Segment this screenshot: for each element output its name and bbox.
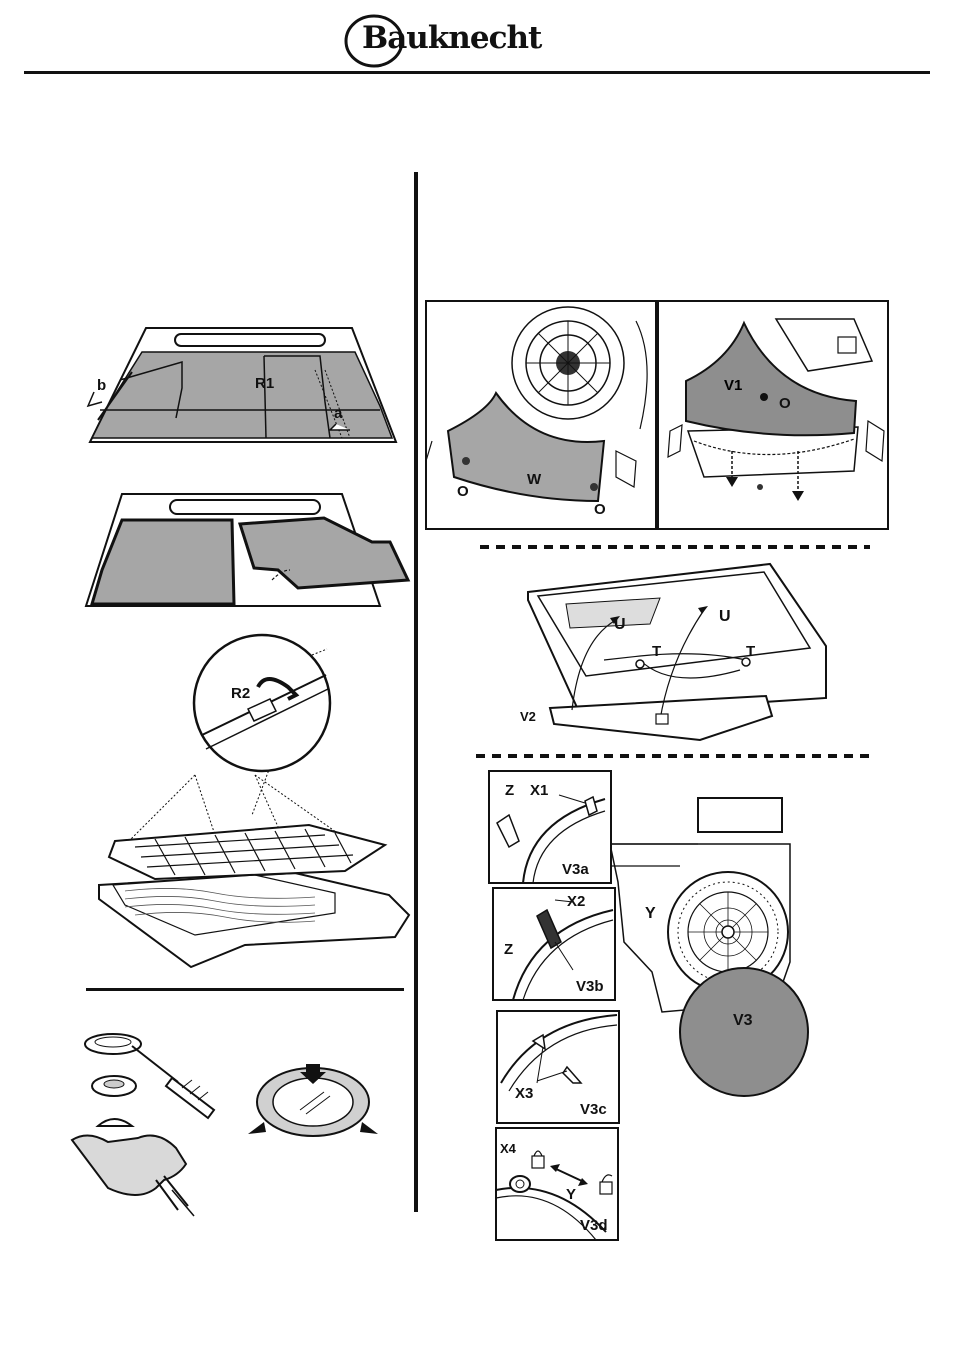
dashed-separator-1 xyxy=(480,544,872,550)
label-v3: V3 xyxy=(733,1013,753,1029)
label-v2: V2 xyxy=(520,710,536,723)
label-t1: T xyxy=(652,644,661,659)
hood-underside-illustration-2 xyxy=(82,490,412,615)
label-x2: X2 xyxy=(567,894,585,909)
filter-mesh-exploded xyxy=(95,775,415,975)
label-r1: R1 xyxy=(255,376,274,391)
label-v3c: V3c xyxy=(580,1102,607,1117)
label-x4: X4 xyxy=(500,1142,516,1155)
label-a: a xyxy=(334,406,342,421)
lamp-replacement-illustration xyxy=(68,1030,388,1220)
brand-logo: Bauknecht xyxy=(344,14,556,68)
label-z2: Z xyxy=(504,942,513,957)
label-v3a: V3a xyxy=(562,862,589,877)
label-o1: O xyxy=(457,484,469,499)
header-rule xyxy=(24,71,930,74)
label-o3: O xyxy=(779,396,791,411)
panel-v3-illustration xyxy=(600,792,810,1097)
label-v3d: V3d xyxy=(580,1218,608,1233)
left-section-rule xyxy=(86,988,404,991)
label-u2: U xyxy=(719,609,731,625)
label-z1: Z xyxy=(505,783,514,798)
label-o2: O xyxy=(594,502,606,517)
panel-v2-illustration xyxy=(520,560,840,745)
dashed-separator-2 xyxy=(476,753,872,759)
logo-text: Bauknecht xyxy=(362,20,541,56)
label-v3b: V3b xyxy=(576,979,604,994)
label-x1: X1 xyxy=(530,783,548,798)
label-x3: X3 xyxy=(515,1086,533,1101)
hood-underside-illustration-1 xyxy=(80,320,410,455)
label-w: W xyxy=(527,472,541,487)
label-b: b xyxy=(97,378,106,393)
label-t2: T xyxy=(746,644,755,659)
label-y2: Y xyxy=(645,906,656,922)
detail-magnifier-r2 xyxy=(192,615,412,785)
label-v1: V1 xyxy=(724,378,742,393)
column-divider xyxy=(414,172,418,1212)
panel-v1-illustration xyxy=(658,301,890,531)
label-u1: U xyxy=(614,617,626,633)
label-r2: R2 xyxy=(231,686,250,701)
label-y1: Y xyxy=(566,1187,576,1202)
